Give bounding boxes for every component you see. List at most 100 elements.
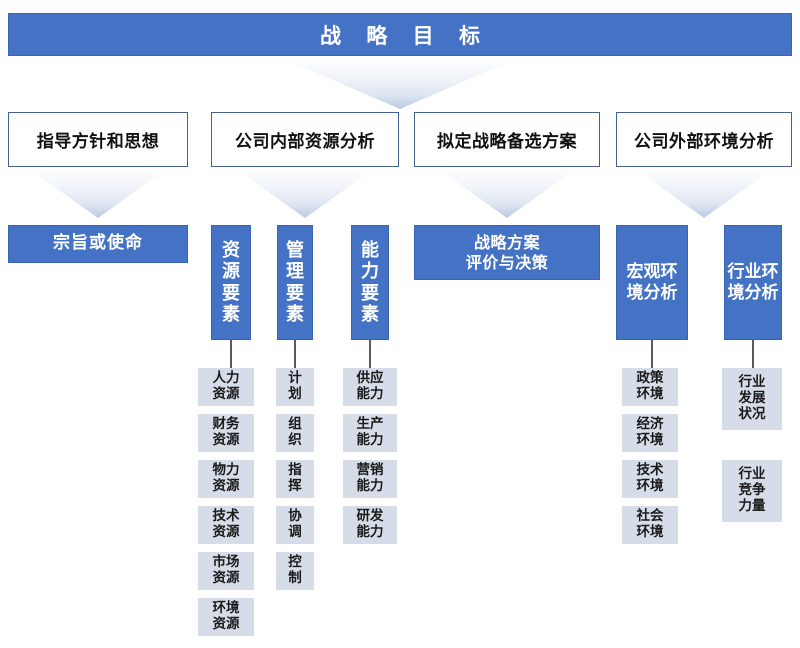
leaf-line-1: 组 xyxy=(288,416,302,433)
leaf-resource-material[interactable]: 物力 资源 xyxy=(198,460,254,498)
column-header-industry-environment[interactable]: 行业环境分析 xyxy=(724,225,782,340)
leaf-line-1: 市场 xyxy=(212,554,240,571)
leaf-line-1: 物力 xyxy=(212,462,240,479)
leaf-line-1: 经济 xyxy=(636,416,664,433)
leaf-capability-supply[interactable]: 供应 能力 xyxy=(343,368,397,406)
leaf-management-control[interactable]: 控 制 xyxy=(276,552,314,590)
leaf-macro-technology[interactable]: 技术 环境 xyxy=(622,460,678,498)
leaf-line-1: 技术 xyxy=(212,508,240,525)
leaf-line-2: 环境 xyxy=(636,524,664,540)
block-strategy-evaluation[interactable]: 战略方案 评价与决策 xyxy=(414,225,600,280)
header-label: 公司外部环境分析 xyxy=(634,132,774,152)
leaf-text: 经济 环境 xyxy=(636,416,664,449)
leaf-line-2: 能力 xyxy=(356,478,384,494)
leaf-line-1: 营销 xyxy=(356,462,384,479)
leaf-text: 市场 资源 xyxy=(212,554,240,587)
leaf-management-command[interactable]: 指 挥 xyxy=(276,460,314,498)
leaf-management-coordinate[interactable]: 协 调 xyxy=(276,506,314,544)
leaf-line-2: 织 xyxy=(288,432,302,448)
leaf-resource-financial[interactable]: 财务 资源 xyxy=(198,414,254,452)
leaf-line-1: 技术 xyxy=(636,462,664,479)
leaf-line-2: 能力 xyxy=(356,386,384,402)
connector-line-resource-elements xyxy=(230,340,232,368)
column-header-capability-elements[interactable]: 能力要素 xyxy=(351,225,389,340)
leaf-line-2: 调 xyxy=(288,524,302,540)
connector-line-industry-environment xyxy=(752,340,754,368)
leaf-line-2: 资源 xyxy=(212,478,240,494)
leaf-line-2: 资源 xyxy=(212,386,240,402)
chevron-down-icon-4 xyxy=(634,168,774,218)
column-header-resource-elements[interactable]: 资源要素 xyxy=(211,225,251,340)
leaf-text: 财务 资源 xyxy=(212,416,240,449)
leaf-line-1: 生产 xyxy=(356,416,384,433)
leaf-text: 研发 能力 xyxy=(357,508,384,541)
leaf-line-1: 控 xyxy=(288,554,302,571)
leaf-line-2: 竞争 xyxy=(738,482,766,499)
leaf-text: 环境 资源 xyxy=(212,600,240,633)
leaf-resource-technology[interactable]: 技术 资源 xyxy=(198,506,254,544)
block-mission-label: 宗旨或使命 xyxy=(53,233,143,254)
leaf-line-2: 资源 xyxy=(212,570,240,586)
leaf-line-2: 资源 xyxy=(212,616,240,632)
leaf-line-1: 环境 xyxy=(212,600,240,617)
evaluation-line-1: 战略方案 xyxy=(473,232,540,252)
header-box-external-environment-analysis[interactable]: 公司外部环境分析 xyxy=(616,112,792,167)
leaf-text: 政策 环境 xyxy=(636,370,664,403)
column-header-label: 宏观环境分析 xyxy=(626,262,678,303)
leaf-macro-economic[interactable]: 经济 环境 xyxy=(622,414,678,452)
leaf-line-2: 资源 xyxy=(212,524,240,540)
leaf-line-1: 行业 xyxy=(738,466,766,483)
leaf-line-2: 环境 xyxy=(636,432,664,448)
leaf-resource-market[interactable]: 市场 资源 xyxy=(198,552,254,590)
leaf-text: 社会 环境 xyxy=(636,508,664,541)
leaf-text: 技术 资源 xyxy=(212,508,240,541)
leaf-line-1: 指 xyxy=(288,462,302,479)
leaf-text: 计 划 xyxy=(288,370,302,403)
column-header-macro-environment[interactable]: 宏观环境分析 xyxy=(616,225,688,340)
leaf-resource-environment[interactable]: 环境 资源 xyxy=(198,598,254,636)
leaf-text: 营销 能力 xyxy=(356,462,384,495)
leaf-capability-marketing[interactable]: 营销 能力 xyxy=(343,460,397,498)
block-mission[interactable]: 宗旨或使命 xyxy=(8,225,188,263)
leaf-line-3: 力量 xyxy=(738,497,766,514)
leaf-line-3: 状况 xyxy=(738,405,766,422)
leaf-macro-social[interactable]: 社会 环境 xyxy=(622,506,678,544)
column-header-label: 行业环境分析 xyxy=(727,262,779,303)
leaf-line-1: 社会 xyxy=(636,508,664,525)
header-box-guiding-principles[interactable]: 指导方针和思想 xyxy=(8,112,188,167)
leaf-resource-human[interactable]: 人力 资源 xyxy=(198,368,254,406)
header-box-internal-resource-analysis[interactable]: 公司内部资源分析 xyxy=(211,112,399,167)
leaf-industry-development-status[interactable]: 行业 发展 状况 xyxy=(722,368,782,430)
chevron-down-icon-1 xyxy=(28,168,168,218)
leaf-text: 人力 资源 xyxy=(212,370,240,403)
leaf-line-2: 制 xyxy=(288,570,302,586)
leaf-text: 控 制 xyxy=(288,554,302,587)
leaf-text: 物力 资源 xyxy=(212,462,240,495)
leaf-industry-competitive-forces[interactable]: 行业 竞争 力量 xyxy=(722,460,782,522)
header-label: 指导方针和思想 xyxy=(36,132,160,152)
leaf-text: 行业 竞争 力量 xyxy=(738,466,766,515)
leaf-line-2: 环境 xyxy=(636,386,664,402)
header-box-strategy-alternatives[interactable]: 拟定战略备选方案 xyxy=(414,112,600,167)
leaf-text: 行业 发展 状况 xyxy=(738,374,766,423)
page-title: 战 略 目 标 xyxy=(8,13,792,56)
leaf-line-2: 环境 xyxy=(636,478,664,494)
evaluation-line-2: 评价与决策 xyxy=(465,252,549,272)
leaf-capability-production[interactable]: 生产 能力 xyxy=(343,414,397,452)
leaf-line-1: 行业 xyxy=(738,374,766,391)
leaf-line-1: 政策 xyxy=(636,370,664,387)
leaf-text: 供应 能力 xyxy=(356,370,384,403)
header-label: 拟定战略备选方案 xyxy=(437,132,577,152)
leaf-management-organize[interactable]: 组 织 xyxy=(276,414,314,452)
leaf-line-1: 财务 xyxy=(212,416,240,433)
leaf-line-2: 挥 xyxy=(288,478,302,494)
leaf-management-plan[interactable]: 计 划 xyxy=(276,368,314,406)
leaf-text: 协 调 xyxy=(288,508,302,541)
leaf-text: 技术 环境 xyxy=(636,462,664,495)
chevron-down-icon-3 xyxy=(437,168,577,218)
leaf-capability-rnd[interactable]: 研发 能力 xyxy=(343,506,397,544)
connector-line-capability-elements xyxy=(369,340,371,368)
column-header-management-elements[interactable]: 管理要素 xyxy=(277,225,313,340)
leaf-macro-policy[interactable]: 政策 环境 xyxy=(622,368,678,406)
column-header-label: 资源要素 xyxy=(222,240,240,325)
